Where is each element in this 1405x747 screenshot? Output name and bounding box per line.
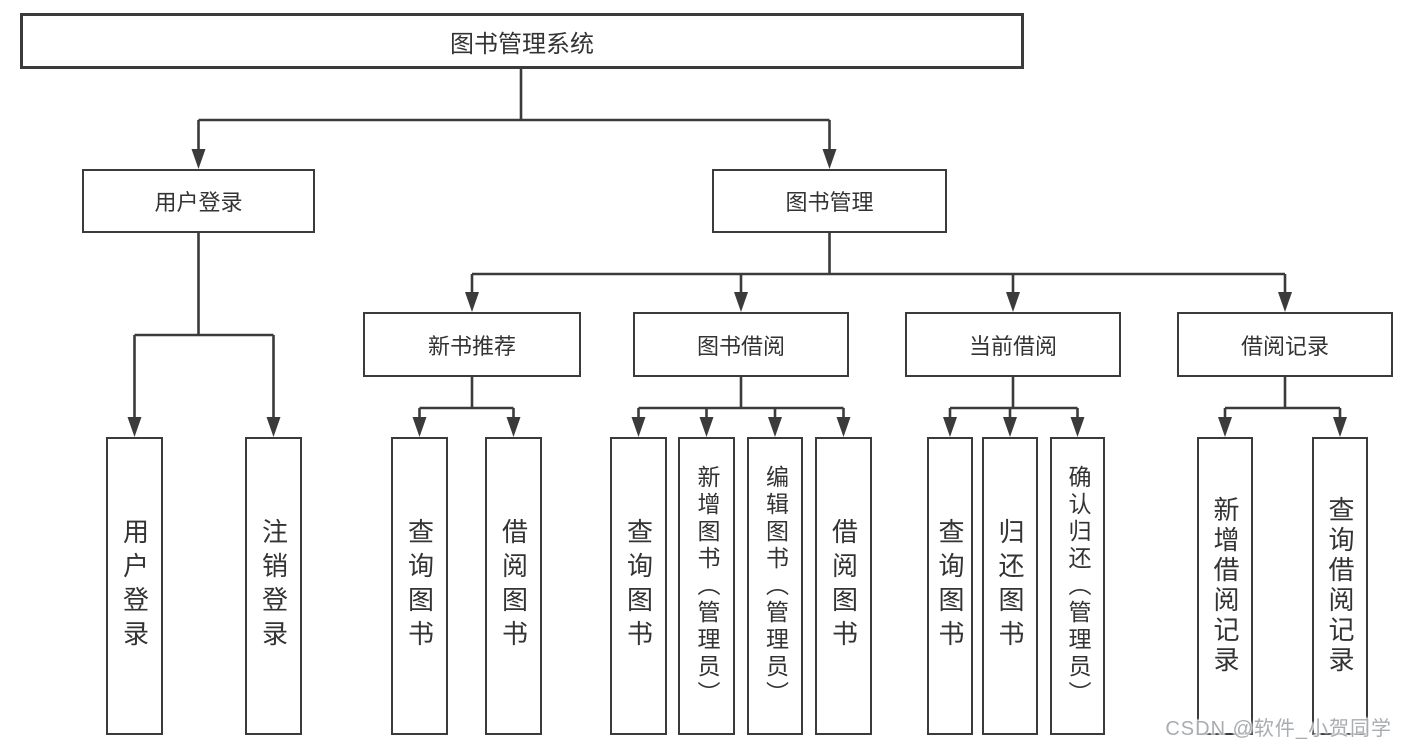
leaf-label: 确认归还（管理员） <box>1065 464 1091 708</box>
node-label: 图书管理 <box>785 190 874 215</box>
leaf-query-borrow-record: 查询借阅记录 <box>1312 437 1368 735</box>
node-label: 当前借阅 <box>968 333 1057 359</box>
leaf-label: 查询图书 <box>623 518 654 654</box>
node-user-login: 用户登录 <box>82 169 315 233</box>
leaf-label: 查询借阅记录 <box>1325 496 1355 676</box>
leaf-query-books-borrowing: 查询图书 <box>610 437 667 735</box>
leaf-label: 借阅图书 <box>828 518 859 654</box>
leaf-label: 新增图书（管理员） <box>694 464 720 708</box>
leaf-logout: 注销登录 <box>245 437 302 735</box>
leaf-label: 编辑图书（管理员） <box>762 464 789 708</box>
leaf-add-book-admin: 新增图书（管理员） <box>678 437 735 735</box>
node-current-borrowing: 当前借阅 <box>905 312 1121 377</box>
node-book-management: 图书管理 <box>712 169 947 233</box>
leaf-borrow-books-borrowing: 借阅图书 <box>815 437 872 735</box>
node-library-management-system: 图书管理系统 <box>20 13 1024 69</box>
leaf-borrow-books-recommend: 借阅图书 <box>485 437 542 735</box>
leaf-edit-book-admin: 编辑图书（管理员） <box>747 437 803 735</box>
node-new-book-recommendation: 新书推荐 <box>363 312 581 377</box>
node-label: 新书推荐 <box>427 333 516 359</box>
node-borrowing-records: 借阅记录 <box>1177 312 1393 377</box>
leaf-label: 新增借阅记录 <box>1210 496 1240 676</box>
node-label: 图书管理系统 <box>450 30 594 58</box>
node-label: 图书借阅 <box>696 333 785 359</box>
leaf-add-borrow-record: 新增借阅记录 <box>1197 437 1253 735</box>
leaf-label: 查询图书 <box>404 518 435 654</box>
leaf-return-book: 归还图书 <box>982 437 1038 735</box>
leaf-label: 用户登录 <box>119 518 150 654</box>
leaf-label: 借阅图书 <box>498 518 529 654</box>
leaf-label: 注销登录 <box>258 518 289 654</box>
leaf-label: 查询图书 <box>935 518 965 654</box>
leaf-query-books-recommend: 查询图书 <box>391 437 448 735</box>
leaf-query-books-current: 查询图书 <box>927 437 973 735</box>
leaf-confirm-return-admin: 确认归还（管理员） <box>1050 437 1105 735</box>
node-label: 借阅记录 <box>1240 333 1329 359</box>
node-book-borrowing: 图书借阅 <box>633 312 849 377</box>
node-label: 用户登录 <box>154 190 243 215</box>
leaf-user-login: 用户登录 <box>106 437 163 735</box>
csdn-watermark: CSDN @软件_小贺同学 <box>1165 718 1392 740</box>
leaf-label: 归还图书 <box>995 518 1025 654</box>
